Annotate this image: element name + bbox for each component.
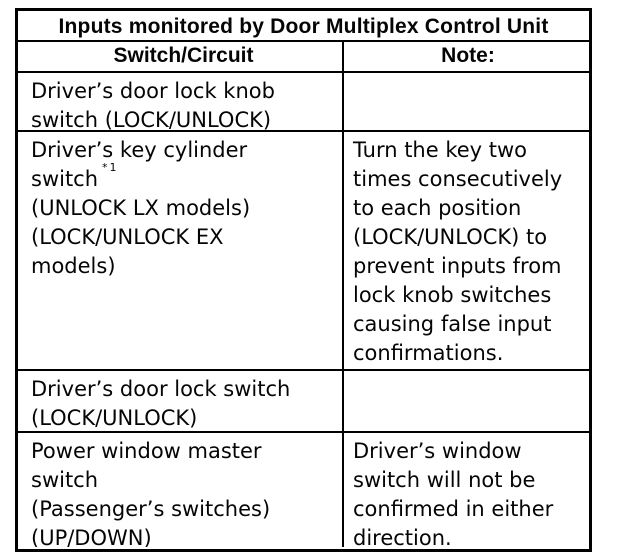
cell-note-key-cylinder: Turn the key two times consecutively to …: [344, 130, 589, 369]
cell-text-line: (UNLOCK LX models) (LOCK/UNLOCK EX model…: [31, 196, 251, 278]
table-grid: Switch/Circuit Note: Driver’s door lock …: [18, 42, 589, 547]
inputs-monitored-table: Inputs monitored by Door Multiplex Contr…: [15, 8, 592, 552]
cell-text: switch: [31, 167, 99, 191]
cell-switch-power-window-master: Power window master switch (Passenger’s …: [18, 431, 344, 547]
cell-note-power-window: Driver’s window switch will not be confi…: [344, 431, 589, 547]
footnote-marker: *1: [102, 161, 119, 174]
column-header-switch-circuit: Switch/Circuit: [18, 42, 344, 71]
cell-switch-driver-door-lock-knob: Driver’s door lock knob switch (LOCK/UNL…: [18, 71, 344, 130]
table-title: Inputs monitored by Door Multiplex Contr…: [18, 11, 589, 42]
cell-note-empty-2: [344, 369, 589, 431]
cell-switch-driver-door-lock-switch: Driver’s door lock switch (LOCK/UNLOCK): [18, 369, 344, 431]
cell-text-line: Driver’s key cylinder: [31, 138, 248, 162]
cell-switch-driver-key-cylinder: Driver’s key cylinder switch*1 (UNLOCK L…: [18, 130, 344, 369]
column-header-note: Note:: [441, 44, 495, 67]
cell-text-line: switch*1: [31, 162, 336, 194]
cell-note-empty-1: [344, 71, 589, 130]
